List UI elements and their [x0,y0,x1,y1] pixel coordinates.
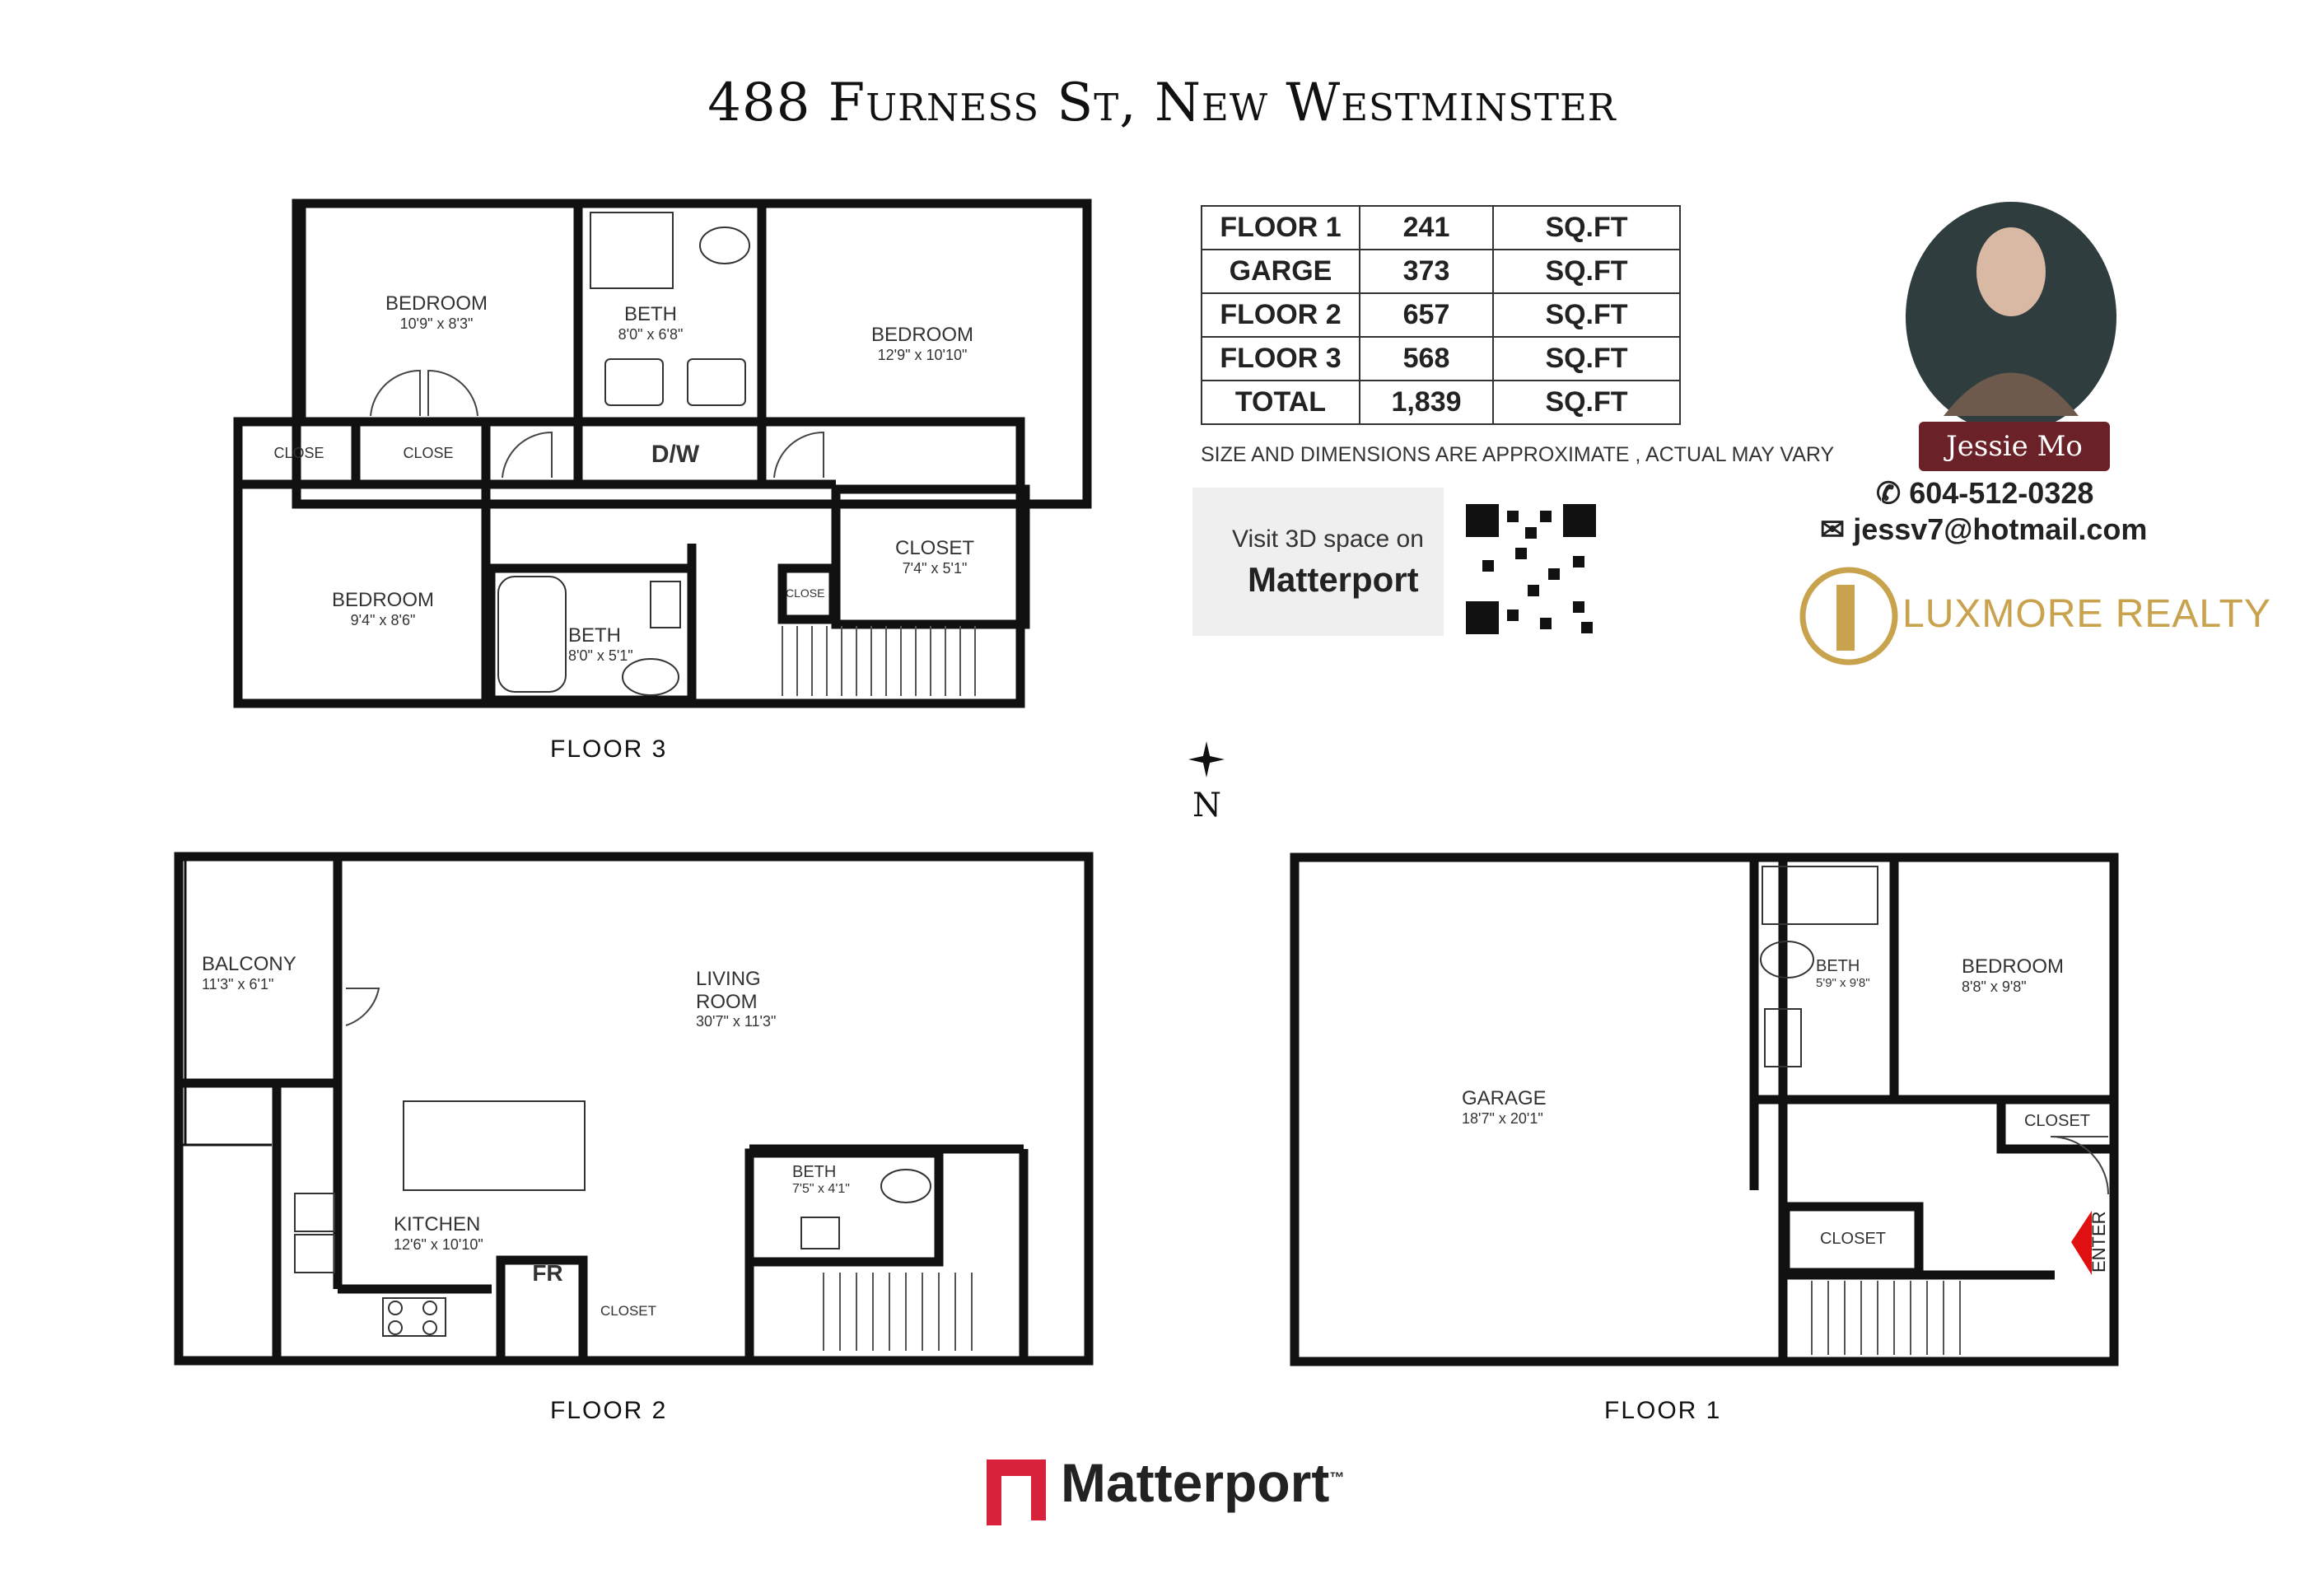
table-cell-floor: TOTAL [1201,380,1360,425]
room-dims: 7'4" x 5'1" [902,559,968,577]
matterport-card-brand: Matterport [1248,560,1419,599]
table-cell-floor: FLOOR 2 [1201,292,1360,338]
qr-code [1466,504,1596,634]
room-closet: CLOSET [600,1303,657,1319]
room-dims: 12'6" x 10'10" [394,1235,483,1253]
matterport-card[interactable] [1192,488,1444,636]
table-cell-floor: FLOOR 3 [1201,336,1360,381]
room-dims: 8'0" x 6'8" [618,325,684,343]
table-cell-value: 657 [1359,292,1494,338]
floor-label: FLOOR 2 [550,1397,668,1424]
brokerage-name: LUXMORE REALTY [1902,592,2271,636]
agent-phone[interactable]: ✆ 604-512-0328 [1876,476,2093,511]
room-closet: CLOSE [273,445,324,461]
room-name: KITCHEN [394,1213,481,1235]
table-cell-value: 1,839 [1359,380,1494,425]
phone-icon: ✆ [1876,476,1902,510]
table-cell-value: 241 [1359,205,1494,250]
mail-icon: ✉ [1820,512,1846,546]
footer-brand-tm: ™ [1329,1469,1345,1486]
luxmore-logo [1799,567,1898,666]
room-name: BALCONY [202,953,296,975]
agent-name: Jessie Mo [1919,422,2110,471]
floor-label: FLOOR 1 [1604,1397,1722,1424]
agent-email[interactable]: ✉ jessv7@hotmail.com [1820,512,2147,547]
table-cell-value: 373 [1359,249,1494,294]
footer-brand-name: Matterport [1061,1452,1330,1513]
table-cell-unit: SQ.FT [1492,205,1681,250]
agent-phone-value: 604-512-0328 [1909,476,2094,510]
room-dims: 8'8" x 9'8" [1962,978,2027,995]
north-label: N [1192,787,1221,824]
room-name: BEDROOM [385,292,488,315]
room-dims: 7'5" x 4'1" [792,1182,850,1196]
agent-email-value: jessv7@hotmail.com [1853,512,2148,546]
room-dims: 10'9" x 8'3" [399,315,474,332]
floor-label: FLOOR 3 [550,736,668,763]
room-name: GARAGE [1462,1087,1547,1109]
disclaimer-note: SIZE AND DIMENSIONS ARE APPROXIMATE , AC… [1201,443,1835,466]
room-dims: 11'3" x 6'1" [202,975,274,992]
enter-label: ENTER [2088,1211,2109,1273]
room-closet: CLOSE [786,586,825,600]
room-dims: 9'4" x 8'6" [350,611,416,628]
room-closet: CLOSET [2023,1112,2091,1130]
room-name: LIVING ROOM [696,968,761,1013]
room-dims: 12'9" x 10'10" [877,346,968,363]
room-dims: 5'9" x 9'8" [1816,976,1870,990]
fridge-label: FR [532,1260,563,1286]
compass-rose [1188,741,1225,778]
room-name: CLOSET [894,537,975,559]
room-dims: 30'7" x 11'3" [696,1013,777,1030]
room-name: BEDROOM [870,324,973,346]
table-cell-unit: SQ.FT [1492,336,1681,381]
room-closet: CLOSET [1819,1230,1887,1248]
room-dishwasher: D/W [651,441,700,468]
table-cell-floor: FLOOR 1 [1201,205,1360,250]
table-cell-value: 568 [1359,336,1494,381]
matterport-footer-logo [987,1460,1046,1525]
agent-photo [1906,202,2116,432]
room-dims: 8'0" x 5'1" [568,647,633,664]
room-name: BEDROOM [1962,955,2065,978]
enter-arrow [2071,1211,2092,1275]
room-name: BEDROOM [331,589,434,611]
room-name: BETH [568,624,622,647]
table-cell-unit: SQ.FT [1492,292,1681,338]
footer-brand: Matterport™ [1061,1451,1344,1514]
room-name: BETH [623,303,677,325]
page-title: 488 Furness St, New Westminster [707,72,1617,133]
room-name: BETH [792,1163,837,1181]
room-name: BETH [1816,957,1860,975]
room-dims: 18'7" x 20'1" [1462,1109,1543,1127]
table-cell-floor: GARGE [1201,249,1360,294]
table-cell-unit: SQ.FT [1492,380,1681,425]
table-cell-unit: SQ.FT [1492,249,1681,294]
matterport-visit-text: Visit 3D space on [1232,525,1424,553]
room-closet: CLOSE [403,445,454,461]
